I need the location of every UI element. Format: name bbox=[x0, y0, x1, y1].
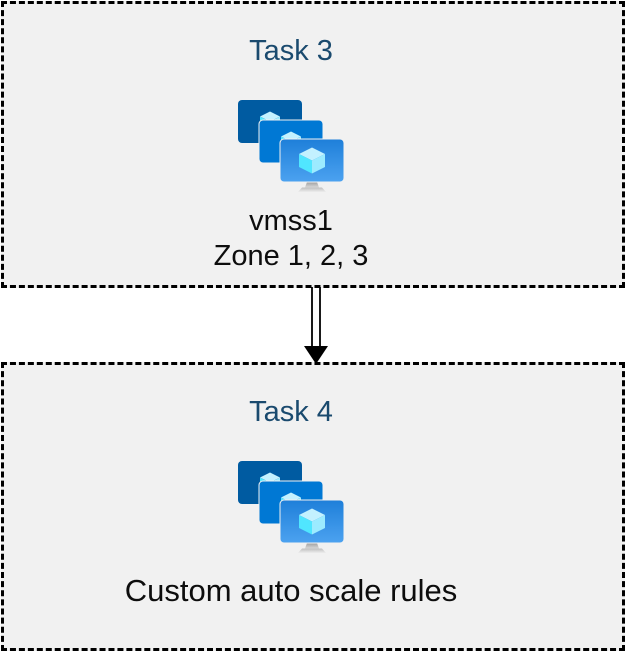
vmss-name-label: vmss1 bbox=[249, 205, 333, 237]
task4-box: Task 4 Custom auto scale rules bbox=[1, 362, 625, 651]
autoscale-rules-label: Custom auto scale rules bbox=[124, 573, 458, 608]
task3-label: vmss1 Zone 1, 2, 3 bbox=[214, 204, 369, 274]
task3-box: Task 3 bbox=[1, 1, 625, 288]
zones-label: Zone 1, 2, 3 bbox=[213, 240, 369, 272]
vm-scale-sets-icon bbox=[238, 100, 344, 192]
task4-title: Task 4 bbox=[249, 396, 333, 428]
task4-label: Custom auto scale rules bbox=[125, 573, 458, 608]
down-arrow-connector bbox=[304, 287, 328, 364]
task3-title: Task 3 bbox=[249, 35, 333, 67]
vm-scale-sets-icon bbox=[238, 461, 344, 553]
